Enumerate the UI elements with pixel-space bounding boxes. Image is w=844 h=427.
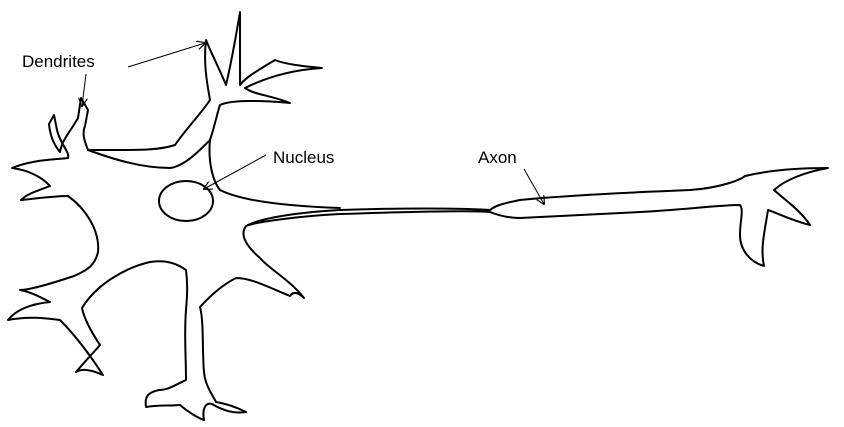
dendrites-pointer-upper (128, 43, 205, 67)
axon-label: Axon (478, 148, 517, 167)
nucleus-label: Nucleus (273, 148, 334, 167)
nucleus-shape (159, 181, 213, 221)
dendrites-label: Dendrites (22, 52, 95, 71)
upper-dendrites (88, 12, 322, 168)
neuron-outline (8, 98, 828, 420)
nucleus-pointer (204, 155, 266, 189)
